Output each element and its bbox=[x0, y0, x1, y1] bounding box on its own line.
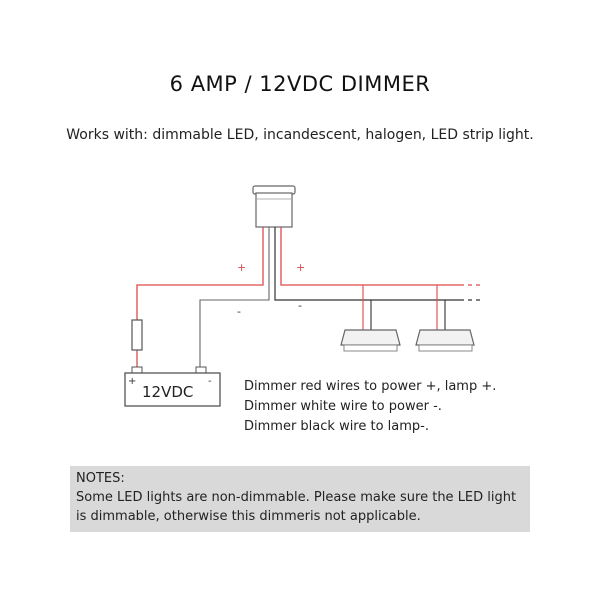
black-wire-lamp-negative bbox=[274, 227, 480, 301]
lamp-1-icon bbox=[340, 285, 401, 352]
minus-mark-left: - bbox=[237, 305, 241, 318]
notes-box: NOTES: Some LED lights are non-dimmable.… bbox=[70, 466, 530, 532]
white-wire-negative bbox=[199, 227, 270, 367]
lamp-2-icon bbox=[415, 285, 475, 352]
diagram-title: 6 AMP / 12VDC DIMMER bbox=[169, 72, 431, 96]
instruction-line: Dimmer white wire to power -. bbox=[244, 399, 442, 414]
wiring-instructions: Dimmer red wires to power +, lamp +. Dim… bbox=[244, 377, 496, 437]
instruction-line: Dimmer red wires to power +, lamp +. bbox=[244, 379, 497, 394]
instruction-line: Dimmer black wire to lamp-. bbox=[244, 419, 429, 434]
plus-mark-right: + bbox=[296, 261, 305, 274]
compatibility-subtitle: Works with: dimmable LED, incandescent, … bbox=[66, 127, 534, 143]
battery-plus-mark: + bbox=[128, 376, 136, 387]
minus-mark-right: - bbox=[298, 299, 302, 312]
notes-heading: NOTES: bbox=[76, 471, 125, 486]
battery-label: 12VDC bbox=[142, 383, 194, 401]
battery-icon bbox=[124, 366, 221, 407]
battery-minus-mark: - bbox=[208, 376, 212, 387]
dimmer-switch-icon bbox=[252, 185, 296, 228]
notes-line: Some LED lights are non-dimmable. Please… bbox=[76, 490, 517, 505]
fuse-icon bbox=[131, 319, 143, 351]
notes-line: is dimmable, otherwise this dimmeris not… bbox=[76, 509, 421, 524]
plus-mark-left: + bbox=[237, 261, 246, 274]
red-wire-positive bbox=[136, 227, 480, 367]
